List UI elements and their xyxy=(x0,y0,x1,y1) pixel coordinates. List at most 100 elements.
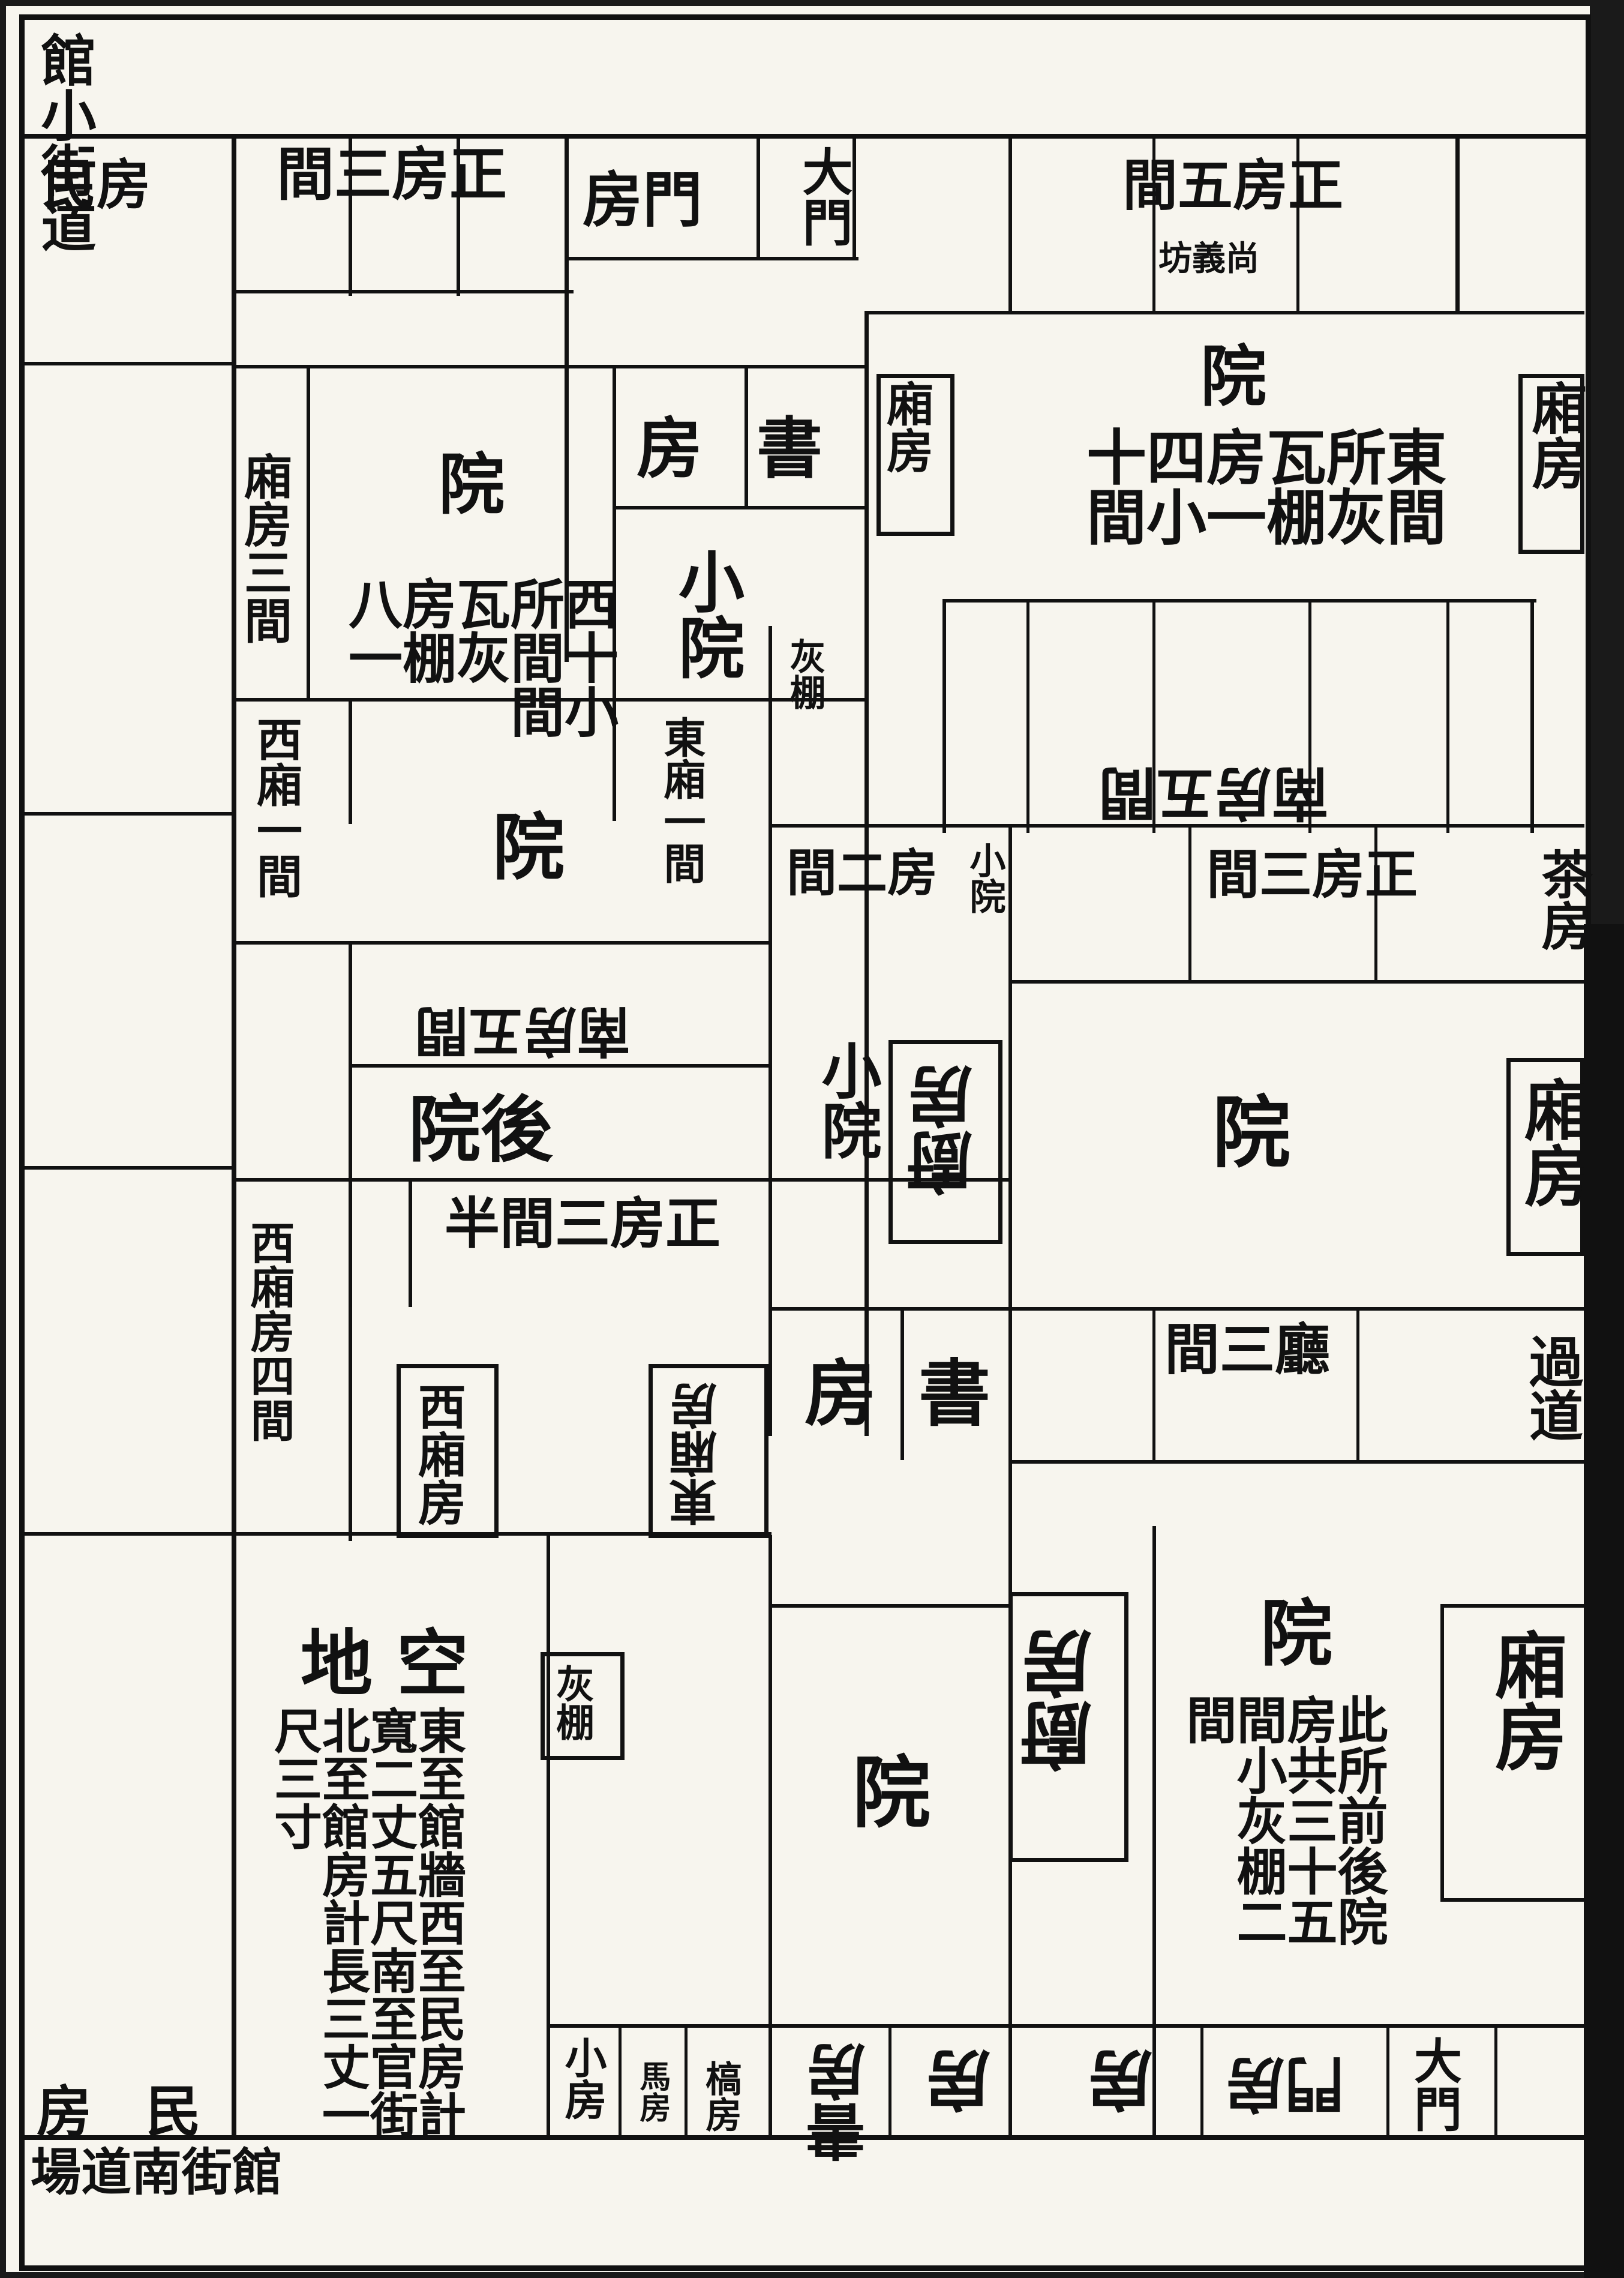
line xyxy=(25,2135,1586,2140)
label-fang-b1: 書房 xyxy=(805,2042,876,2162)
line xyxy=(613,365,616,821)
line xyxy=(565,134,569,662)
box xyxy=(541,1652,625,1760)
label-shang-yi: 尚義坊 xyxy=(1158,239,1259,278)
line xyxy=(1440,1604,1444,1901)
line xyxy=(864,314,869,1436)
label-ma-fang: 馬房 xyxy=(634,2060,671,2123)
line xyxy=(619,2024,622,2138)
line xyxy=(232,134,236,2138)
label-zheng-fang-35: 正房三間半 xyxy=(445,1191,721,1256)
line xyxy=(232,365,867,368)
line xyxy=(1296,134,1299,314)
line xyxy=(1152,1310,1155,1460)
label-jiao-fang: 茶房 xyxy=(1532,848,1593,951)
label-dong-xiang-fang: 東廂房 xyxy=(668,1382,725,1526)
label-hui-peng: 灰棚 xyxy=(784,638,825,710)
label-chu-fang: 廚房 xyxy=(906,1064,984,1196)
line xyxy=(757,134,760,260)
label-kong-di: 空地 xyxy=(301,1621,493,1706)
line xyxy=(769,1307,1584,1311)
label-fang-2: 房二間 xyxy=(787,843,938,903)
line xyxy=(942,599,1536,603)
bottom-border-label: 館街南道場 xyxy=(31,2142,283,2202)
line xyxy=(349,1064,769,1068)
line xyxy=(25,134,1586,139)
label-guo-dao: 過道 xyxy=(1520,1334,1583,1442)
line xyxy=(349,941,352,1541)
label-shu-fang-1: 書房 xyxy=(637,410,876,487)
line xyxy=(547,1535,550,2138)
box xyxy=(1008,1592,1128,1862)
label-nan-fang-5b: 南房五間 xyxy=(415,999,631,1063)
line xyxy=(900,1310,904,1460)
box xyxy=(1518,374,1584,554)
outer-frame: 館小街道 民房 正房三間 門房 大門 正房五間 尚義坊 廂房 院 東所瓦房四十間… xyxy=(19,14,1593,2271)
label-da-men-1: 大門 xyxy=(794,146,854,247)
label-xiang-fang-small: 廂房 xyxy=(879,380,933,473)
label-zheng-fang-5: 正房五間 xyxy=(1122,153,1344,218)
label-fang-b2: 房 xyxy=(924,2048,1002,2114)
line xyxy=(349,698,352,824)
line xyxy=(547,2024,1584,2028)
line xyxy=(232,290,574,293)
label-nan-fang-5: 南房五間 xyxy=(1098,759,1329,827)
label-ci-suo: 此所前後院房共三十五間小灰棚二間 xyxy=(1178,1694,1389,1946)
line xyxy=(457,134,460,296)
line xyxy=(1455,134,1460,314)
line xyxy=(769,1535,772,2138)
line xyxy=(685,2024,688,2138)
line xyxy=(25,362,235,365)
label-xiang-fang-3: 廂房三間 xyxy=(236,452,293,644)
line xyxy=(1026,599,1029,833)
line xyxy=(25,1166,235,1170)
line xyxy=(864,311,1584,314)
line xyxy=(769,626,772,824)
line xyxy=(1200,2024,1203,2138)
line xyxy=(232,1532,772,1536)
label-men-b: 門房 xyxy=(1224,2049,1344,2120)
label-xiao-yuan-3: 小院 xyxy=(811,1040,882,1160)
label-xiang-fang-r1: 廂房 xyxy=(1523,380,1587,490)
line xyxy=(769,824,772,1436)
line xyxy=(232,1178,1011,1182)
label-min-fang-bl: 民房 xyxy=(37,2079,256,2144)
line xyxy=(1008,980,1584,984)
label-xi-xiang-4: 西廂房四間 xyxy=(243,1220,295,1442)
label-ting-3: 廳三間 xyxy=(1164,1317,1331,1382)
line xyxy=(888,2024,891,2138)
line xyxy=(1152,134,1155,314)
label-xi-xiang-fang: 西廂房 xyxy=(410,1382,467,1526)
label-fang-b3: 房 xyxy=(1086,2048,1164,2114)
top-border-label: 館小街道 xyxy=(32,32,97,253)
line xyxy=(942,599,946,833)
label-chu-fang-2: 廚房 xyxy=(1020,1628,1104,1772)
line xyxy=(1008,1460,1584,1464)
label-xiang-fang-r3: 廂房 xyxy=(1482,1628,1567,1772)
label-xiao-yuan-2: 小院 xyxy=(963,842,1005,914)
label-xiang-fang-r2: 廂房 xyxy=(1513,1076,1590,1208)
line xyxy=(1446,599,1449,833)
label-zheng-fang-3: 正房三間 xyxy=(277,140,507,208)
label-yuan-s: 院 xyxy=(852,1747,931,1839)
line xyxy=(1440,1898,1584,1902)
line xyxy=(1152,599,1155,833)
label-xi-suo: 西所瓦房八十間灰棚一小間 xyxy=(349,573,619,745)
label-xi-xiang-1: 西廂一間 xyxy=(249,716,302,898)
line xyxy=(613,506,864,509)
label-da-men-b: 大門 xyxy=(1406,2036,1463,2132)
line xyxy=(409,1181,412,1307)
label-gao-fang: 槁房 xyxy=(700,2060,742,2132)
label-zheng-fang-3b: 正房三間 xyxy=(1206,843,1418,906)
map-sheet: 館小街道 民房 正房三間 門房 大門 正房五間 尚義坊 廂房 院 東所瓦房四十間… xyxy=(6,6,1593,2272)
line xyxy=(745,365,748,509)
label-yuan-w: 院 xyxy=(439,446,505,523)
label-kong-di-note: 東至館牆西至民房計寬二丈五尺南至官街北至館房計長三丈一尺三寸 xyxy=(266,1706,467,2138)
label-men-fang: 門房 xyxy=(583,164,703,235)
page-binding-edge xyxy=(1584,924,1624,2278)
line xyxy=(769,824,1584,828)
label-hou-yuan: 後院 xyxy=(409,1087,553,1172)
label-yuan-se: 院 xyxy=(1260,1591,1332,1676)
label-dong-xiang-1: 東廂一間 xyxy=(657,716,707,884)
box xyxy=(876,374,954,536)
